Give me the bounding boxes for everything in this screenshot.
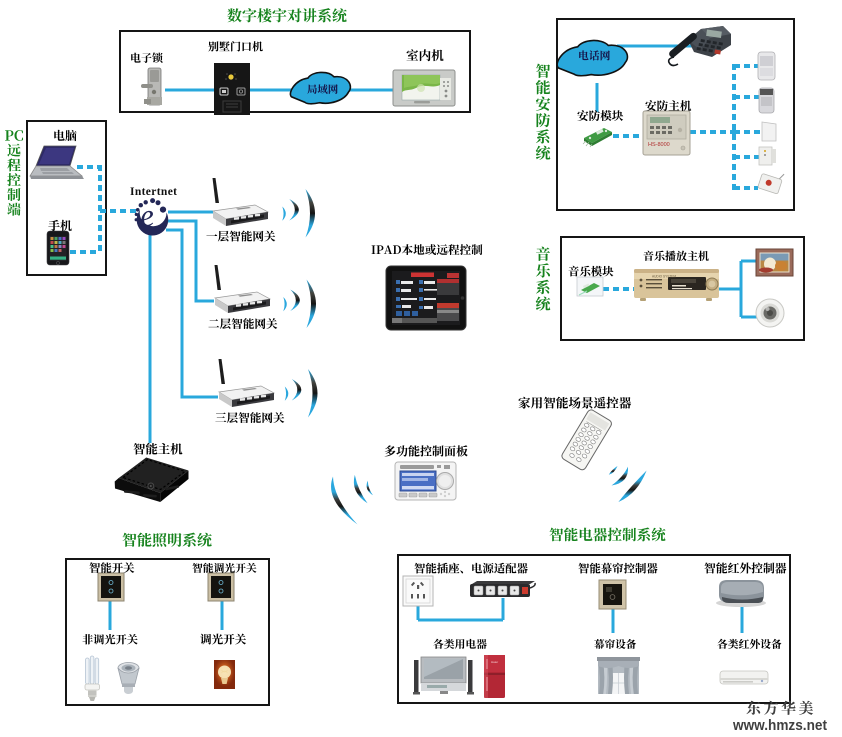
svg-text:Intertnet: Intertnet xyxy=(130,186,177,198)
svg-text:e: e xyxy=(137,196,156,234)
svg-text:HS-8000: HS-8000 xyxy=(648,142,670,148)
svg-text:www.hmzs.net: www.hmzs.net xyxy=(732,718,827,734)
svg-text:AUDIO SYSTEM: AUDIO SYSTEM xyxy=(652,275,676,279)
svg-text:Haier: Haier xyxy=(491,660,498,664)
